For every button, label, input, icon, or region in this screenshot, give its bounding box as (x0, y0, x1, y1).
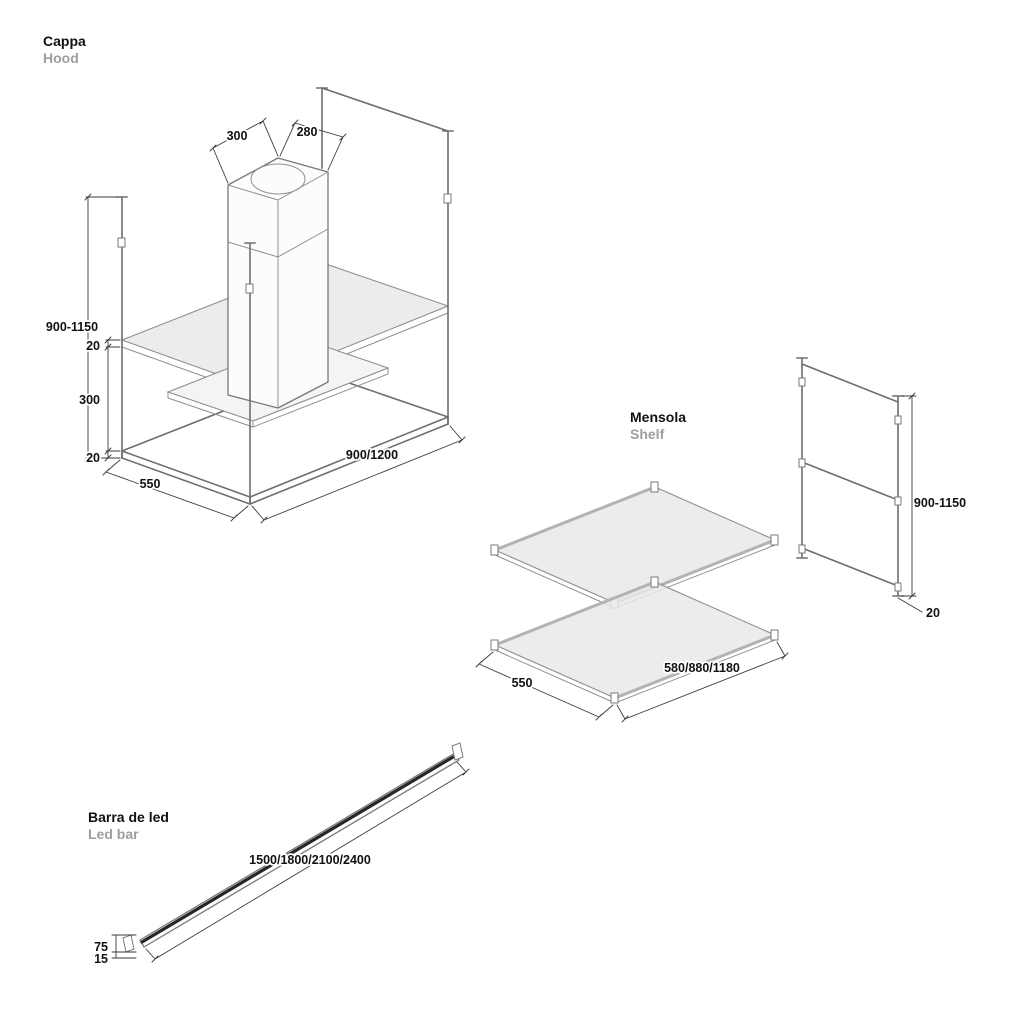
shelf-section-title: Mensola (630, 409, 686, 425)
hood-section-title: Cappa (43, 33, 86, 49)
hood-dim-width-options: 900/1200 (346, 448, 398, 462)
led-bar-end-cap-right (451, 742, 464, 761)
shelf-frame-dimension-lines (897, 392, 923, 613)
hood-dim-top-depth: 280 (297, 125, 318, 139)
shelf-upper-glass (493, 486, 777, 604)
hood-dim-spacing: 300 (79, 393, 100, 407)
hood-base-panel-edge (167, 368, 389, 428)
shelf-lower-rails (494, 580, 776, 700)
frame-bracket (798, 458, 806, 468)
frame-bracket (894, 496, 902, 506)
led-bar-dim-thickness: 15 (94, 952, 108, 966)
shelf-drawing: 580/880/1180 550 (475, 481, 789, 723)
shelf-frame-posts (796, 357, 904, 597)
frame-bracket (894, 415, 902, 425)
rail-end-cap (770, 629, 779, 641)
led-bar-section-subtitle: Led bar (88, 826, 139, 842)
section-labels: Cappa Hood Mensola Shelf Barra de led Le… (43, 33, 686, 842)
shelf-frame-dim-offset: 20 (926, 606, 940, 620)
frame-bracket (894, 582, 902, 592)
hood-dim-depth: 550 (140, 477, 161, 491)
hood-dim-top-width: 300 (227, 129, 248, 143)
hood-vent-hole-icon (250, 163, 306, 195)
led-bar-end-cap-left (122, 934, 135, 953)
hood-joint-brackets (117, 193, 452, 294)
frame-bracket (798, 544, 806, 554)
hood-chimney-detail (227, 171, 329, 408)
shelf-section-subtitle: Shelf (630, 426, 665, 442)
hood-drawing: 300 280 900-1150 20 300 20 900/1200 550 (44, 86, 466, 524)
shelf-dimension-lines (475, 641, 789, 723)
hood-dim-offset-top: 20 (86, 339, 100, 353)
hood-section-subtitle: Hood (43, 50, 79, 66)
frame-bracket (798, 377, 806, 387)
led-bar-dim-length-options: 1500/1800/2100/2400 (249, 853, 371, 867)
rail-end-cap (490, 544, 499, 556)
hood-frame-posts (116, 86, 454, 505)
hood-dimension-lines (84, 117, 466, 524)
rail-end-cap (770, 534, 779, 546)
shelf-dim-width-options: 580/880/1180 (664, 661, 740, 675)
shelf-frame-drawing: 900-1150 20 (796, 357, 968, 622)
rail-end-cap (650, 481, 659, 493)
shelf-lower-end-caps (490, 576, 779, 704)
shelf-frame-rails (800, 362, 900, 588)
rail-end-cap (490, 639, 499, 651)
hood-joint-bracket (117, 237, 126, 248)
rail-end-cap (650, 576, 659, 588)
led-strip (140, 755, 455, 944)
rail-end-cap (610, 692, 619, 704)
hood-joint-bracket (245, 283, 254, 294)
hood-dim-height-range: 900-1150 (46, 320, 98, 334)
hood-joint-bracket (443, 193, 452, 204)
shelf-frame-dim-height-range: 900-1150 (914, 496, 966, 510)
shelf-frame-brackets (798, 377, 902, 592)
shelf-dim-depth: 550 (512, 676, 533, 690)
led-bar-dimension-lines (111, 761, 470, 963)
hood-dim-offset-bottom: 20 (86, 451, 100, 465)
led-bar-dim-end-height: 75 (94, 940, 108, 954)
led-bar-drawing: 1500/1800/2100/2400 75 15 (92, 742, 470, 968)
shelf-lower-glass (493, 581, 777, 699)
led-bar-section-title: Barra de led (88, 809, 169, 825)
